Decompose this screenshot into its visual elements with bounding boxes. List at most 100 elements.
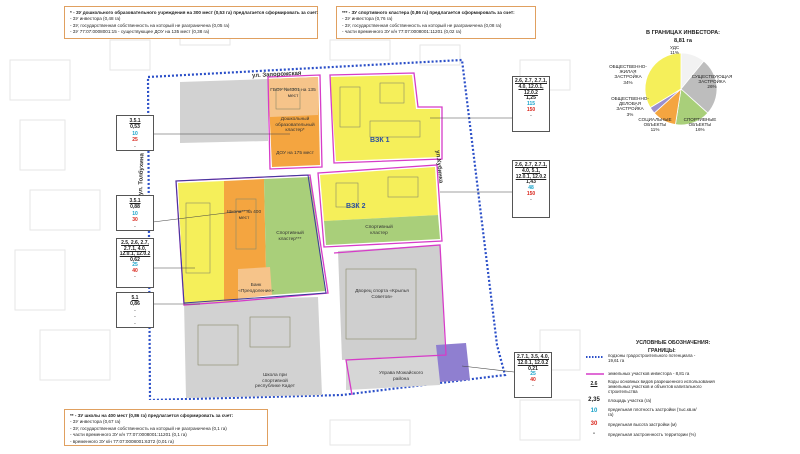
- palace-label: Дворец спорта «Крылья Советов»: [355, 289, 409, 300]
- pie-label-business: ОБЩЕСТВЕННО-ДЕЛОВАЯ ЗАСТРОЙКА 3%: [608, 96, 652, 117]
- callout-plot-vzk1: 2.6, 2.7, 2.7.1, 4.0, 12.0.1, 12.0.2 1,2…: [512, 76, 550, 132]
- callout-plot-bank: 2.5, 2.6, 2.7, 2.7.1, 4.0, 12.0.1, 12.0.…: [116, 238, 154, 288]
- investor-boundary-vzk1: [329, 72, 443, 164]
- callout-plot-sport: 5.1 0,86 - - -: [116, 292, 154, 328]
- legend-row-code: Коды основных видов разрешенного использ…: [608, 379, 715, 395]
- legend-sym-percent: -: [593, 431, 595, 437]
- callout-code: 2.6, 2.7, 2.7.1, 4.0, 5.1, 12.0.1, 12.0.…: [515, 162, 547, 180]
- callout-height: 25: [132, 137, 138, 144]
- vzk2-label: ВЗК 2: [346, 203, 366, 210]
- legend-row-percent: предельная застроенность территории (%): [608, 432, 696, 437]
- existing-block-w: [184, 297, 322, 398]
- callout-height: 40: [530, 377, 536, 384]
- pie-slice-label: СОЦИАЛЬНЫЕ ОБЪЕКТЫ: [638, 117, 672, 128]
- legend-sym-height: 30: [590, 421, 598, 427]
- legend-subtitle: ГРАНИЦЫ:: [648, 348, 676, 354]
- investor-boundary-se: [333, 244, 447, 396]
- callout-percent: -: [532, 382, 534, 389]
- pie-slice-pct: 34%: [623, 79, 633, 85]
- existing-block-palace: [338, 245, 445, 360]
- callout-height: 40: [132, 267, 138, 274]
- sport-cluster-west-label: Спортивный кластер***: [276, 231, 304, 242]
- callout-percent: -: [134, 223, 136, 230]
- callout-area: 1,43: [526, 179, 536, 186]
- legend-row-height: предельная высота застройки (м): [608, 422, 677, 427]
- callout-code: 2.7.1, 3.5, 4.0, 12.0.1, 12.0.2: [517, 354, 549, 366]
- callout-area: 0,86: [130, 301, 140, 308]
- school-building-plot: [224, 179, 266, 301]
- pie-label-sport: СПОРТИВНЫЕ ОБЪЕКТЫ 16%: [682, 117, 718, 133]
- pie-label-uds: УДС 11%: [670, 45, 679, 55]
- callout-code: 3.5.1: [129, 198, 141, 204]
- note-sport-line: - ЗУ инвестора (0,76 га): [342, 16, 393, 22]
- callout-density: 10: [132, 210, 138, 217]
- sport-cluster-west-plot: [264, 177, 326, 295]
- note-preschool-line: - ЗУ 77:07:0008001:15 - существующее ДОУ…: [70, 29, 210, 35]
- callout-height: -: [134, 314, 136, 321]
- sport-cluster-east-plot: [324, 215, 440, 245]
- note-school-line: - ЗУ инвестора (0,67 га): [70, 419, 121, 425]
- investor-boundary-preschool: [267, 74, 323, 170]
- callout-percent: -: [134, 320, 136, 327]
- pie-slice-pct: 26%: [707, 84, 717, 90]
- callout-area: 1,25: [526, 95, 536, 102]
- callout-plot-preschool: 3.5.1 0,53 10 25 -: [116, 115, 154, 151]
- investor-boundary-vzk2: [317, 164, 443, 248]
- legend-sym-density: 10: [590, 408, 598, 414]
- note-sport-line: - ЗУ, государственная собственность на к…: [342, 22, 502, 28]
- existing-dou-plot: [268, 77, 318, 117]
- pie-slice-pct: 3%: [626, 111, 634, 117]
- callout-area: 0,21: [528, 365, 538, 372]
- pie-slice-pct: 11%: [650, 127, 660, 133]
- pie-slice-label: УДС: [670, 45, 680, 50]
- note-school-line: - временного ЗУ к/н 77:07:0008001:6372 (…: [70, 438, 174, 444]
- sport-school-label: Школа при спортивной республике Кадет: [255, 373, 295, 390]
- note-sport: *** - ЗУ спортивного кластера (0,86 га) …: [336, 6, 536, 39]
- callout-density: 25: [132, 262, 138, 269]
- callout-code: 3.5.1: [129, 118, 141, 124]
- legend-line-investor: [586, 373, 604, 375]
- bank-label: Банк «Преодоление»: [238, 283, 274, 294]
- pie-slice-5: [644, 52, 682, 109]
- callout-percent: -: [134, 143, 136, 150]
- legend-row-investor: земельных участков инвестора - 8,81 га: [608, 371, 690, 376]
- callout-density: 48: [528, 185, 534, 192]
- legend-row-density: предельная плотность застройки (тыс.кв.м…: [608, 407, 697, 418]
- existing-block-nw: [180, 79, 268, 143]
- vzk1-label: ВЗК 1: [370, 137, 390, 144]
- note-sport-line: - части временного ЗУ к/н 77:07:0008001:…: [342, 29, 462, 35]
- potential-boundary: [146, 58, 507, 400]
- existing-block-se: [346, 355, 440, 390]
- callout-area: 0,62: [130, 256, 140, 263]
- note-school: ** - ЗУ школы на 400 мест (0,86 га) пред…: [64, 409, 268, 446]
- legend-sym-area: 2,35: [588, 397, 600, 403]
- note-school-line: - части временного ЗУ к/н 77:07:0008001:…: [70, 432, 187, 438]
- callout-plot-vzk2: 2.6, 2.7, 2.7.1, 4.0, 5.1, 12.0.1, 12.0.…: [512, 160, 550, 218]
- preschool-cluster-label: Дошкольный образовательный кластер*: [275, 117, 315, 134]
- callout-code: 2.6, 2.7, 2.7.1, 4.0, 12.0.1, 12.0.2: [515, 78, 547, 96]
- note-preschool-header: * - ЗУ дошкольного образовательного учре…: [70, 10, 319, 15]
- pie-label-residential: ОБЩЕСТВЕННО-ЖИЛАЯ ЗАСТРОЙКА 34%: [606, 64, 650, 85]
- callout-density: -: [134, 307, 136, 314]
- vzk2-plot: [320, 167, 438, 221]
- note-preschool-line: - ЗУ, государственная собственность на к…: [70, 22, 230, 28]
- callout-code: 2.5, 2.6, 2.7, 2.7.1, 4.0, 12.0.1, 12.0.…: [119, 240, 151, 258]
- site-map-svg: [146, 58, 507, 400]
- callout-percent: -: [530, 196, 532, 203]
- callout-height: 150: [526, 106, 536, 113]
- note-preschool: * - ЗУ дошкольного образовательного учре…: [64, 6, 318, 39]
- pie-slice-label: СУЩЕСТВУЮЩАЯ ЗАСТРОЙКА: [691, 74, 733, 85]
- vzk1-plot: [330, 75, 440, 161]
- callout-code: 5.1: [131, 295, 139, 301]
- callout-area: 0,88: [130, 204, 140, 211]
- note-sport-header: *** - ЗУ спортивного кластера (0,86 га) …: [342, 10, 515, 15]
- note-preschool-line: - ЗУ инвестора (0,48 га): [70, 16, 121, 22]
- callout-percent: -: [134, 273, 136, 280]
- pie-slice-label: ОБЩЕСТВЕННО-ДЕЛОВАЯ ЗАСТРОЙКА: [611, 96, 649, 112]
- callout-plot-school: 3.5.1 0,88 10 30 -: [116, 195, 154, 231]
- callout-density: 25: [530, 371, 536, 378]
- callout-density: 10: [132, 130, 138, 137]
- bank-plot: [238, 267, 272, 299]
- callout-height: 150: [526, 190, 536, 197]
- note-school-header: ** - ЗУ школы на 400 мест (0,86 га) пред…: [70, 413, 234, 418]
